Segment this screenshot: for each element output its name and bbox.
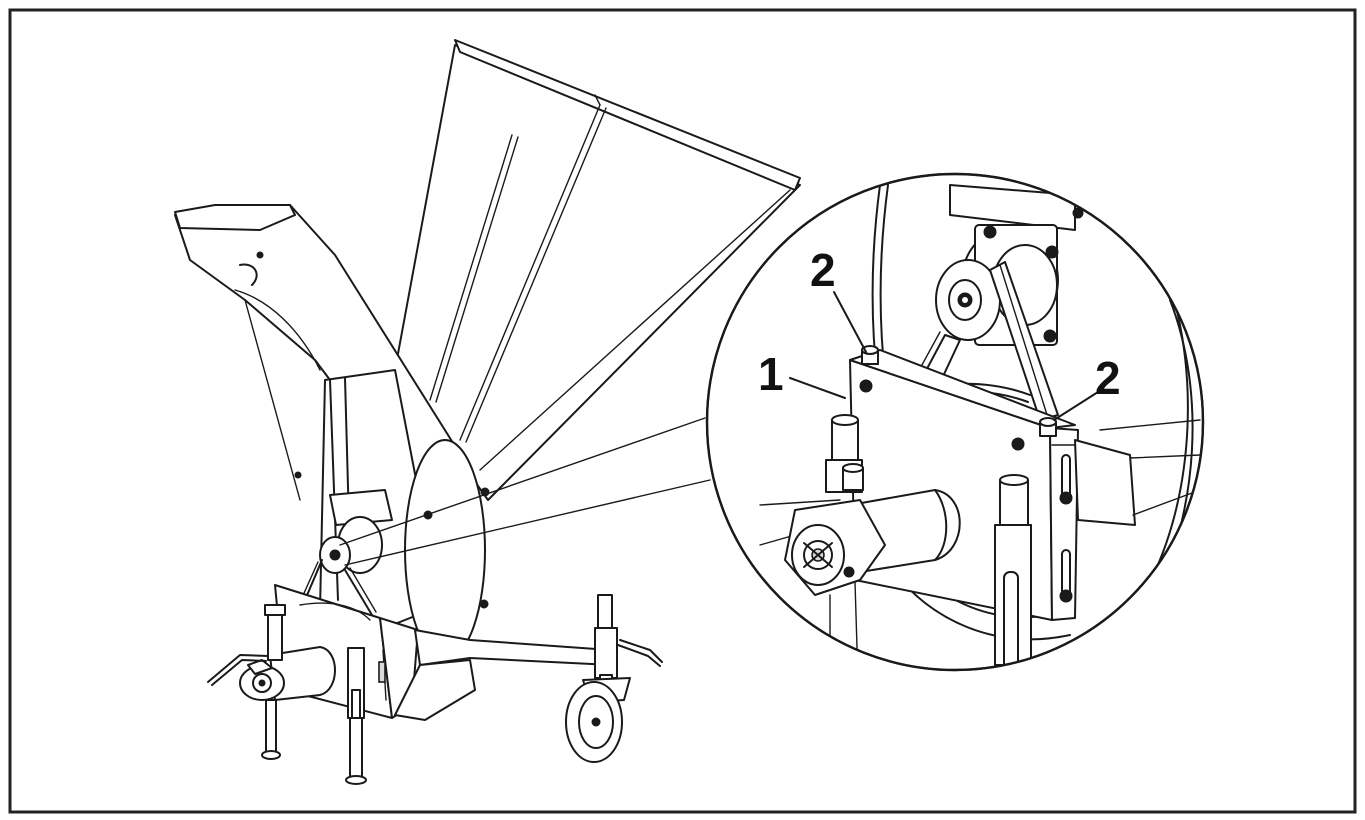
callout-2-left: 2 [810,244,836,296]
adjustment-bolt [859,345,1057,451]
detail-view-content [759,184,1201,670]
wood-chipper-illustration [174,39,801,785]
front-legs [261,604,367,785]
drive-cylinder [239,646,336,701]
callout-2-right: 2 [1095,352,1121,404]
magnifier-lines [339,417,711,566]
front-handle [207,654,269,686]
wheel [565,681,623,763]
callout-1: 1 [758,348,784,400]
callout-leaders [789,291,1099,421]
feed-hopper [394,39,801,501]
callouts: 2 1 2 [758,244,1121,404]
detail-magnifier-circle [705,172,1205,672]
page-frame [8,8,1357,814]
